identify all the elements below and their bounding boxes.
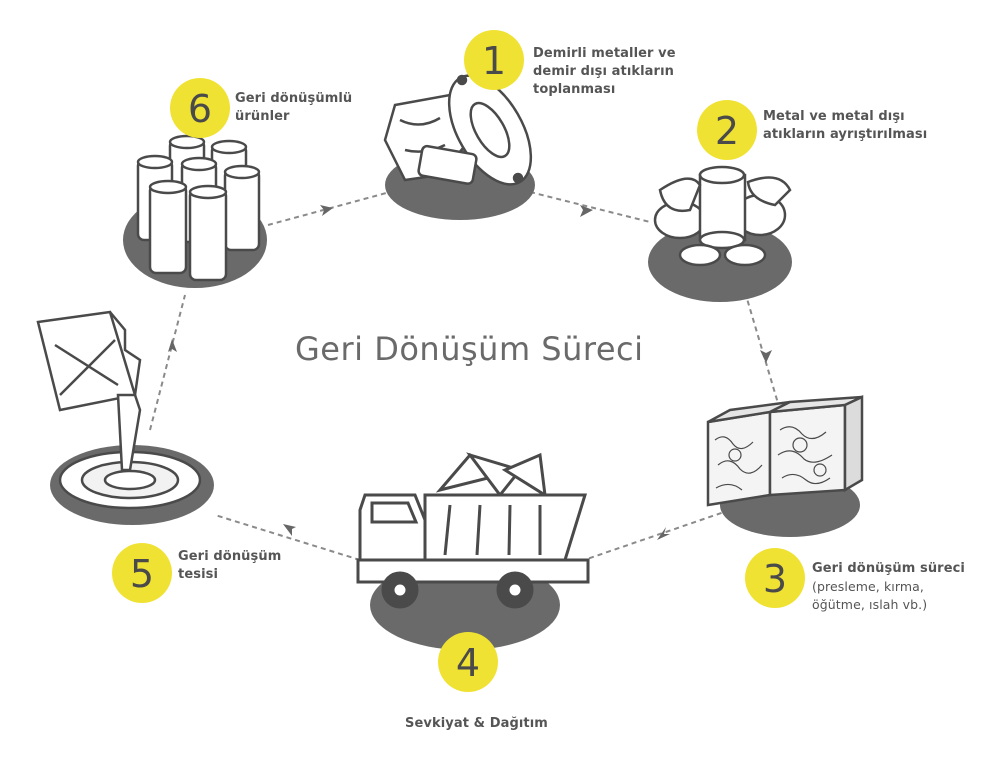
arrow-5-to-6 [149, 294, 186, 431]
step-2-line-1: Metal ve metal dışı [763, 109, 905, 124]
scrap-metal-icon [383, 74, 533, 186]
pouring-canister-icon [36, 310, 202, 510]
cans-icon [136, 134, 261, 282]
step-3-sub-1: (presleme, kırma, [812, 579, 924, 594]
step-6-line-2: ürünler [235, 109, 290, 124]
diagram-title: Geri Dönüşüm Süreci [295, 330, 644, 368]
arrow-4-to-5 [214, 514, 361, 561]
step-2-label: Metal ve metal dışı atıkların ayrıştırıl… [763, 108, 927, 144]
badge-4: 4 [438, 632, 498, 692]
arrow-heads [168, 205, 772, 540]
step-3-label: Geri dönüşüm süreci (presleme, kırma, öğ… [812, 560, 965, 614]
compressed-bales-icon [706, 395, 864, 507]
badge-2-number: 2 [715, 109, 739, 153]
step-1-label: Demirli metaller ve demir dışı atıkların… [533, 45, 676, 99]
step-1-line-3: toplanması [533, 82, 616, 97]
sorted-scrap-icon [653, 165, 792, 267]
arrowhead-2-3 [760, 350, 772, 363]
arrowhead-5-6 [168, 339, 177, 352]
can-front-left [148, 179, 188, 275]
badge-1-number: 1 [482, 39, 506, 83]
dump-truck-icon [356, 452, 590, 609]
arrow-2-to-3 [744, 291, 781, 411]
arrowhead-4-5 [283, 524, 296, 536]
can-front-right [188, 184, 228, 282]
step-5-line-1: Geri dönüşüm [178, 549, 282, 564]
arrowhead-6-1 [320, 205, 333, 216]
arrowhead-3-4 [657, 527, 670, 540]
step-5-label: Geri dönüşüm tesisi [178, 548, 281, 584]
can-right [223, 164, 261, 252]
badge-6: 6 [170, 78, 230, 138]
step-4-label: Sevkiyat & Dağıtım [405, 715, 548, 733]
step-4-line-1: Sevkiyat & Dağıtım [405, 716, 548, 731]
step-3-sub-2: öğütme, ıslah vb.) [812, 597, 928, 612]
badge-6-number: 6 [188, 87, 212, 131]
badge-2: 2 [697, 100, 757, 160]
badge-4-number: 4 [456, 641, 480, 685]
arrow-1-to-2 [529, 191, 651, 223]
platform-2 [648, 222, 792, 302]
badge-3: 3 [745, 548, 805, 608]
badge-1: 1 [464, 30, 524, 90]
badge-3-number: 3 [763, 557, 787, 601]
badge-5-number: 5 [130, 552, 154, 596]
arrowhead-1-2 [580, 205, 593, 217]
step-5-line-2: tesisi [178, 567, 219, 582]
step-3-line-1: Geri dönüşüm süreci [812, 561, 965, 576]
step-1-line-2: demir dışı atıkların [533, 64, 674, 79]
step-1-line-1: Demirli metaller ve [533, 46, 676, 61]
step-2-line-2: atıkların ayrıştırılması [763, 127, 928, 142]
badge-5: 5 [112, 543, 172, 603]
step-6-label: Geri dönüşümlü ürünler [235, 90, 352, 126]
step-6-line-1: Geri dönüşümlü [235, 91, 353, 106]
